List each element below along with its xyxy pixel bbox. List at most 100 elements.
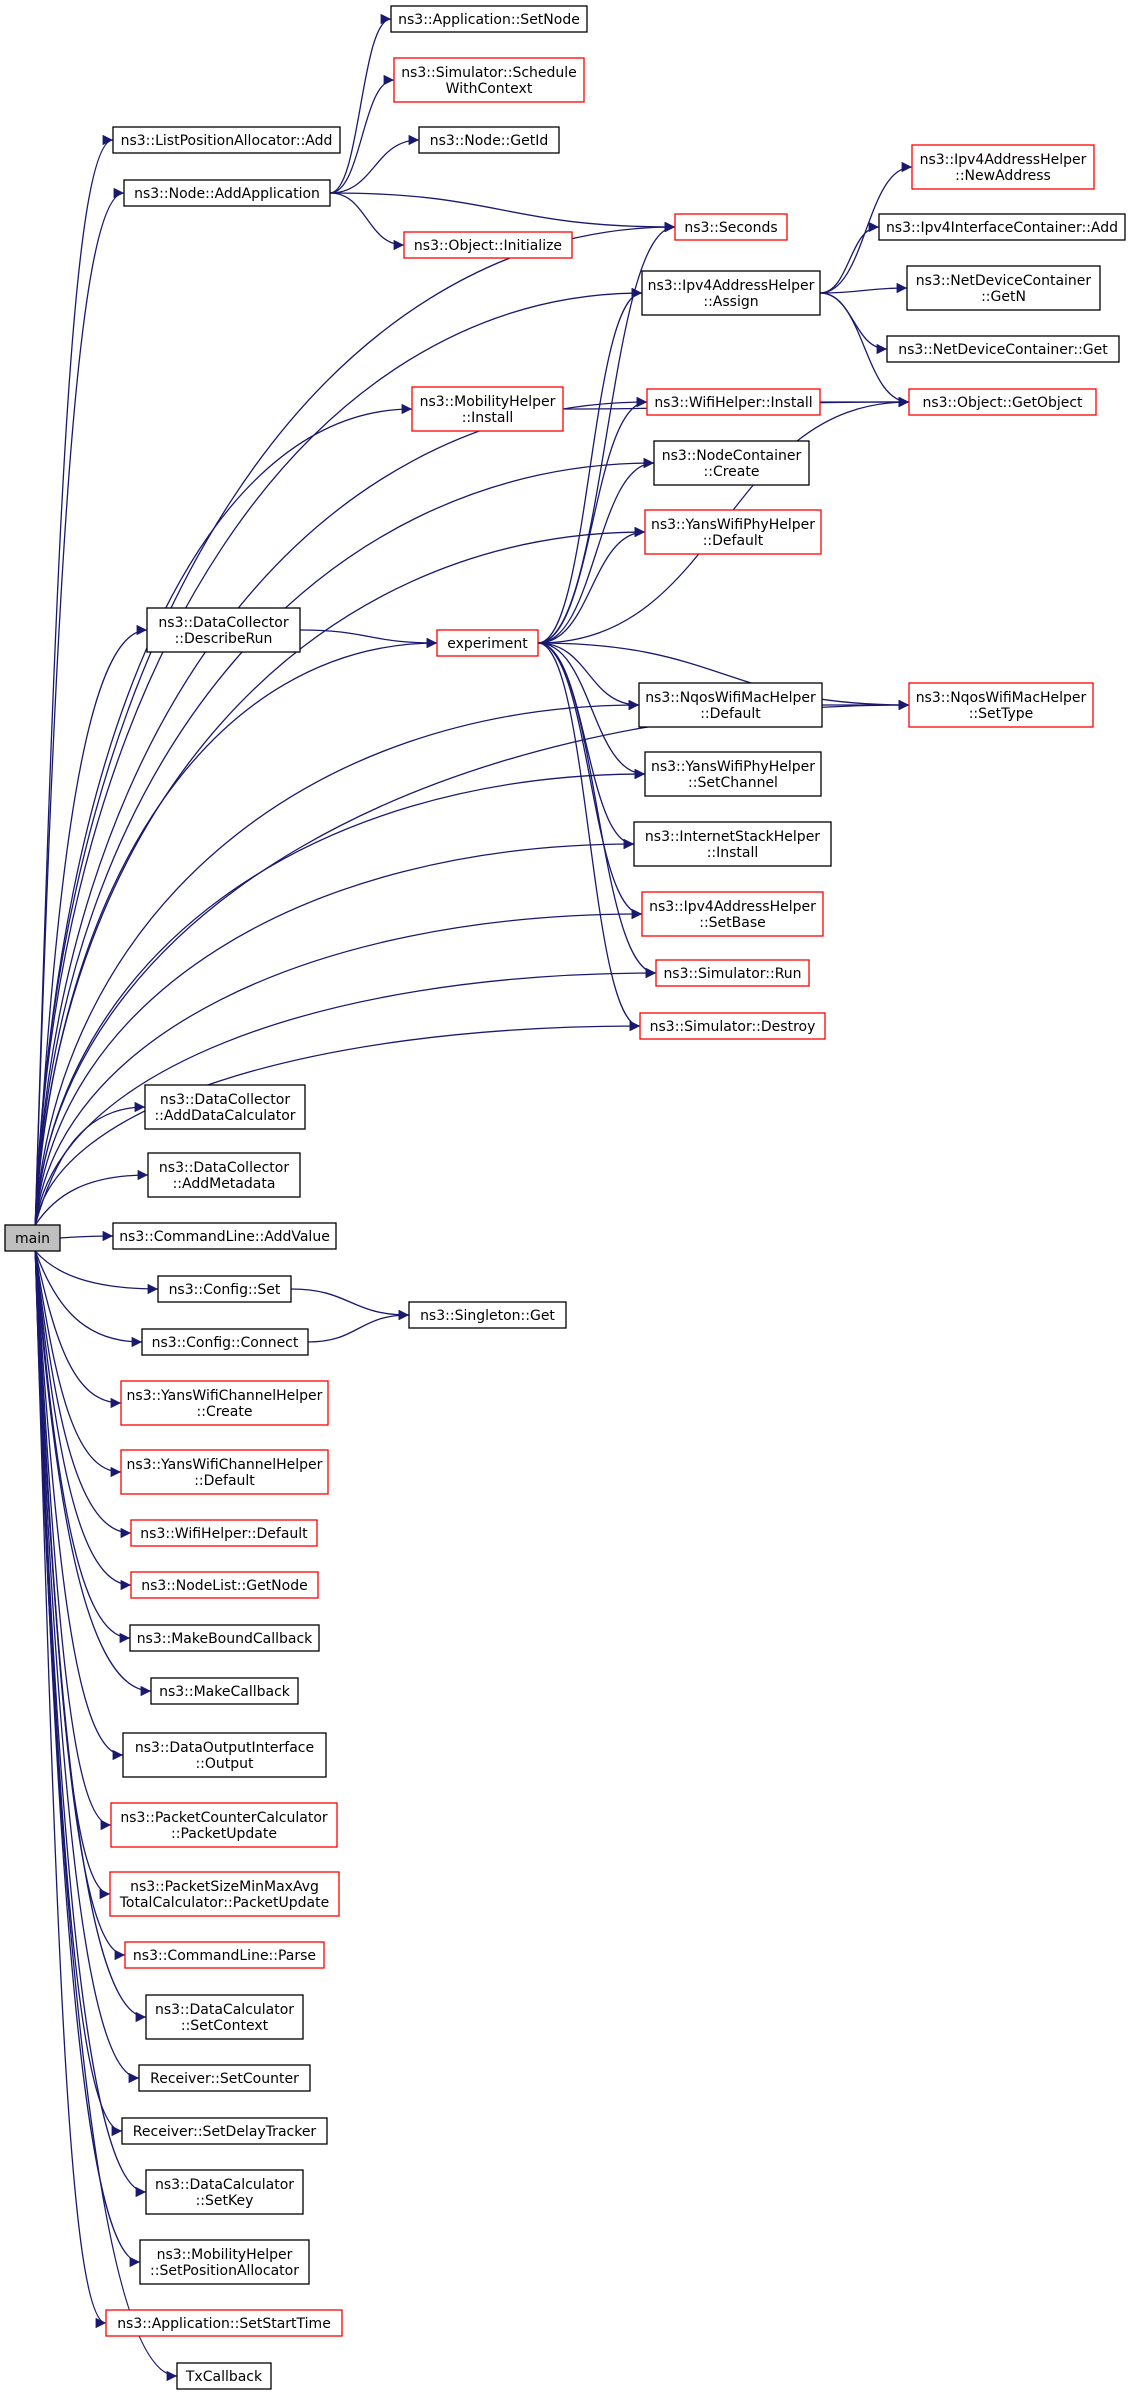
node-object_initialize[interactable]: ns3::Object::Initialize	[403, 231, 573, 259]
node-box	[122, 1732, 327, 1778]
node-box	[124, 1941, 325, 1969]
node-netdev_get[interactable]: ns3::NetDeviceContainer::Get	[886, 335, 1120, 363]
edge-main-to-txcallback	[34, 1250, 178, 2382]
node-pktsize_update[interactable]: ns3::PacketSizeMinMaxAvgTotalCalculator:…	[109, 1871, 340, 1917]
edge-main-to-dataoutput_output	[34, 1250, 124, 1761]
node-label: ns3::WifiHelper::Install	[654, 395, 812, 411]
edge-main-to-yanschan_create	[34, 1250, 122, 1409]
node-label: ns3::YansWifiChannelHelper	[127, 1388, 323, 1404]
node-app_setstarttime[interactable]: ns3::Application::SetStartTime	[105, 2309, 343, 2337]
node-txcallback[interactable]: TxCallback	[176, 2362, 272, 2390]
edge-experiment-to-nqosmac_settype	[537, 642, 910, 711]
node-experiment[interactable]: experiment	[436, 629, 539, 657]
node-yanschan_create[interactable]: ns3::YansWifiChannelHelper::Create	[120, 1380, 329, 1426]
node-object_getobject[interactable]: ns3::Object::GetObject	[908, 388, 1097, 416]
edges-layer	[34, 13, 913, 2382]
node-label: ns3::YansWifiChannelHelper	[127, 1457, 323, 1473]
node-receiver_setcounter[interactable]: Receiver::SetCounter	[138, 2064, 311, 2092]
node-ipv4iface_add[interactable]: ns3::Ipv4InterfaceContainer::Add	[878, 213, 1126, 241]
node-datacollector_adddatacalc[interactable]: ns3::DataCollector::AddDataCalculator	[144, 1084, 306, 1130]
node-box	[390, 5, 588, 33]
node-box	[641, 891, 824, 937]
node-box	[408, 1301, 567, 1329]
node-label: ::Install	[462, 410, 514, 426]
node-ipv4addr_newaddress[interactable]: ns3::Ipv4AddressHelper::NewAddress	[911, 144, 1095, 190]
node-yansphy_setchannel[interactable]: ns3::YansWifiPhyHelper::SetChannel	[644, 751, 822, 797]
node-box	[130, 1571, 319, 1599]
node-label: ::Create	[197, 1404, 253, 1420]
node-label: ::SetBase	[699, 915, 766, 931]
node-internetstack_install[interactable]: ns3::InternetStackHelper::Install	[633, 821, 832, 867]
edge-main-to-config_connect	[34, 1250, 143, 1348]
node-sim_run[interactable]: ns3::Simulator::Run	[655, 959, 810, 987]
node-label: ns3::CommandLine::Parse	[133, 1948, 316, 1964]
node-nodelist_getnode[interactable]: ns3::NodeList::GetNode	[130, 1571, 319, 1599]
node-box	[112, 126, 341, 154]
node-box	[121, 2117, 328, 2145]
edge-config_connect-to-singleton_get	[307, 1309, 410, 1343]
edge-experiment-to-nodecontainer_create	[537, 457, 655, 644]
node-nodecontainer_create[interactable]: ns3::NodeContainer::Create	[653, 440, 810, 486]
node-datacalc_setcontext[interactable]: ns3::DataCalculator::SetContext	[145, 1994, 304, 2040]
node-label: ns3::Simulator::Destroy	[650, 1019, 816, 1035]
node-listposalloc_add[interactable]: ns3::ListPositionAllocator::Add	[112, 126, 341, 154]
node-yanschan_default[interactable]: ns3::YansWifiChannelHelper::Default	[120, 1449, 329, 1495]
node-label: ::Create	[704, 464, 760, 480]
node-config_connect[interactable]: ns3::Config::Connect	[141, 1328, 309, 1356]
node-label: ::Output	[195, 1756, 254, 1772]
node-label: ::Default	[703, 533, 764, 549]
node-label: TxCallback	[185, 2369, 263, 2385]
node-box	[644, 751, 822, 797]
node-main[interactable]: main	[4, 1224, 61, 1252]
node-label: ns3::Simulator::Run	[663, 966, 801, 982]
node-netdev_getn[interactable]: ns3::NetDeviceContainer::GetN	[906, 265, 1101, 311]
node-config_set[interactable]: ns3::Config::Set	[157, 1275, 292, 1303]
node-sim_destroy[interactable]: ns3::Simulator::Destroy	[639, 1012, 826, 1040]
node-box	[109, 1871, 340, 1917]
node-receiver_setdelaytracker[interactable]: Receiver::SetDelayTracker	[121, 2117, 328, 2145]
node-cmdline_addvalue[interactable]: ns3::CommandLine::AddValue	[112, 1222, 337, 1250]
edge-experiment-to-yansphy_setchannel	[537, 642, 646, 780]
node-wifi_default[interactable]: ns3::WifiHelper::Default	[130, 1519, 318, 1547]
node-box	[145, 2169, 304, 2215]
node-node_addapplication[interactable]: ns3::Node::AddApplication	[123, 179, 331, 207]
node-makeboundcallback[interactable]: ns3::MakeBoundCallback	[129, 1624, 320, 1652]
node-datacollector_describerun[interactable]: ns3::DataCollector::DescribeRun	[146, 607, 301, 653]
node-app_setnode[interactable]: ns3::Application::SetNode	[390, 5, 588, 33]
node-label: ns3::MobilityHelper	[157, 2247, 293, 2263]
nodes-layer: mainns3::ListPositionAllocator::Addns3::…	[4, 5, 1126, 2390]
node-label: ns3::Object::Initialize	[414, 238, 562, 254]
node-datacollector_addmetadata[interactable]: ns3::DataCollector::AddMetadata	[147, 1152, 301, 1198]
node-dataoutput_output[interactable]: ns3::DataOutputInterface::Output	[122, 1732, 327, 1778]
node-label: ns3::Object::GetObject	[922, 395, 1083, 411]
node-seconds[interactable]: ns3::Seconds	[674, 213, 788, 241]
node-nqosmac_settype[interactable]: ns3::NqosWifiMacHelper::SetType	[908, 682, 1094, 728]
node-box	[655, 959, 810, 987]
node-label: ns3::DataCalculator	[155, 2002, 294, 2018]
node-box	[393, 57, 585, 103]
node-label: ns3::WifiHelper::Default	[140, 1526, 308, 1542]
edge-experiment-to-ipv4addr_setbase	[537, 642, 643, 920]
node-nqosmac_default[interactable]: ns3::NqosWifiMacHelper::Default	[638, 682, 823, 728]
node-label: ns3::Ipv4InterfaceContainer::Add	[886, 220, 1118, 236]
node-cmdline_parse[interactable]: ns3::CommandLine::Parse	[124, 1941, 325, 1969]
node-mobility_setposalloc[interactable]: ns3::MobilityHelper::SetPositionAllocato…	[139, 2239, 310, 2285]
node-label: ::SetKey	[196, 2193, 254, 2209]
node-yansphy_default[interactable]: ns3::YansWifiPhyHelper::Default	[644, 509, 822, 555]
node-makecallback[interactable]: ns3::MakeCallback	[150, 1677, 299, 1705]
node-ipv4addr_setbase[interactable]: ns3::Ipv4AddressHelper::SetBase	[641, 891, 824, 937]
node-box	[638, 682, 823, 728]
node-mobility_install[interactable]: ns3::MobilityHelper::Install	[411, 386, 564, 432]
node-pktcounter_update[interactable]: ns3::PacketCounterCalculator::PacketUpda…	[110, 1802, 338, 1848]
node-datacalc_setkey[interactable]: ns3::DataCalculator::SetKey	[145, 2169, 304, 2215]
node-node_getid[interactable]: ns3::Node::GetId	[418, 126, 560, 154]
node-wifi_install[interactable]: ns3::WifiHelper::Install	[646, 388, 821, 416]
edge-main-to-makeboundcallback	[34, 1250, 131, 1644]
edge-main-to-datacollector_addmetadata	[34, 1169, 149, 1226]
node-singleton_get[interactable]: ns3::Singleton::Get	[408, 1301, 567, 1329]
node-label: ::NewAddress	[955, 168, 1051, 184]
node-ipv4addr_assign[interactable]: ns3::Ipv4AddressHelper::Assign	[641, 270, 821, 316]
node-label: ns3::Ipv4AddressHelper	[920, 152, 1087, 168]
